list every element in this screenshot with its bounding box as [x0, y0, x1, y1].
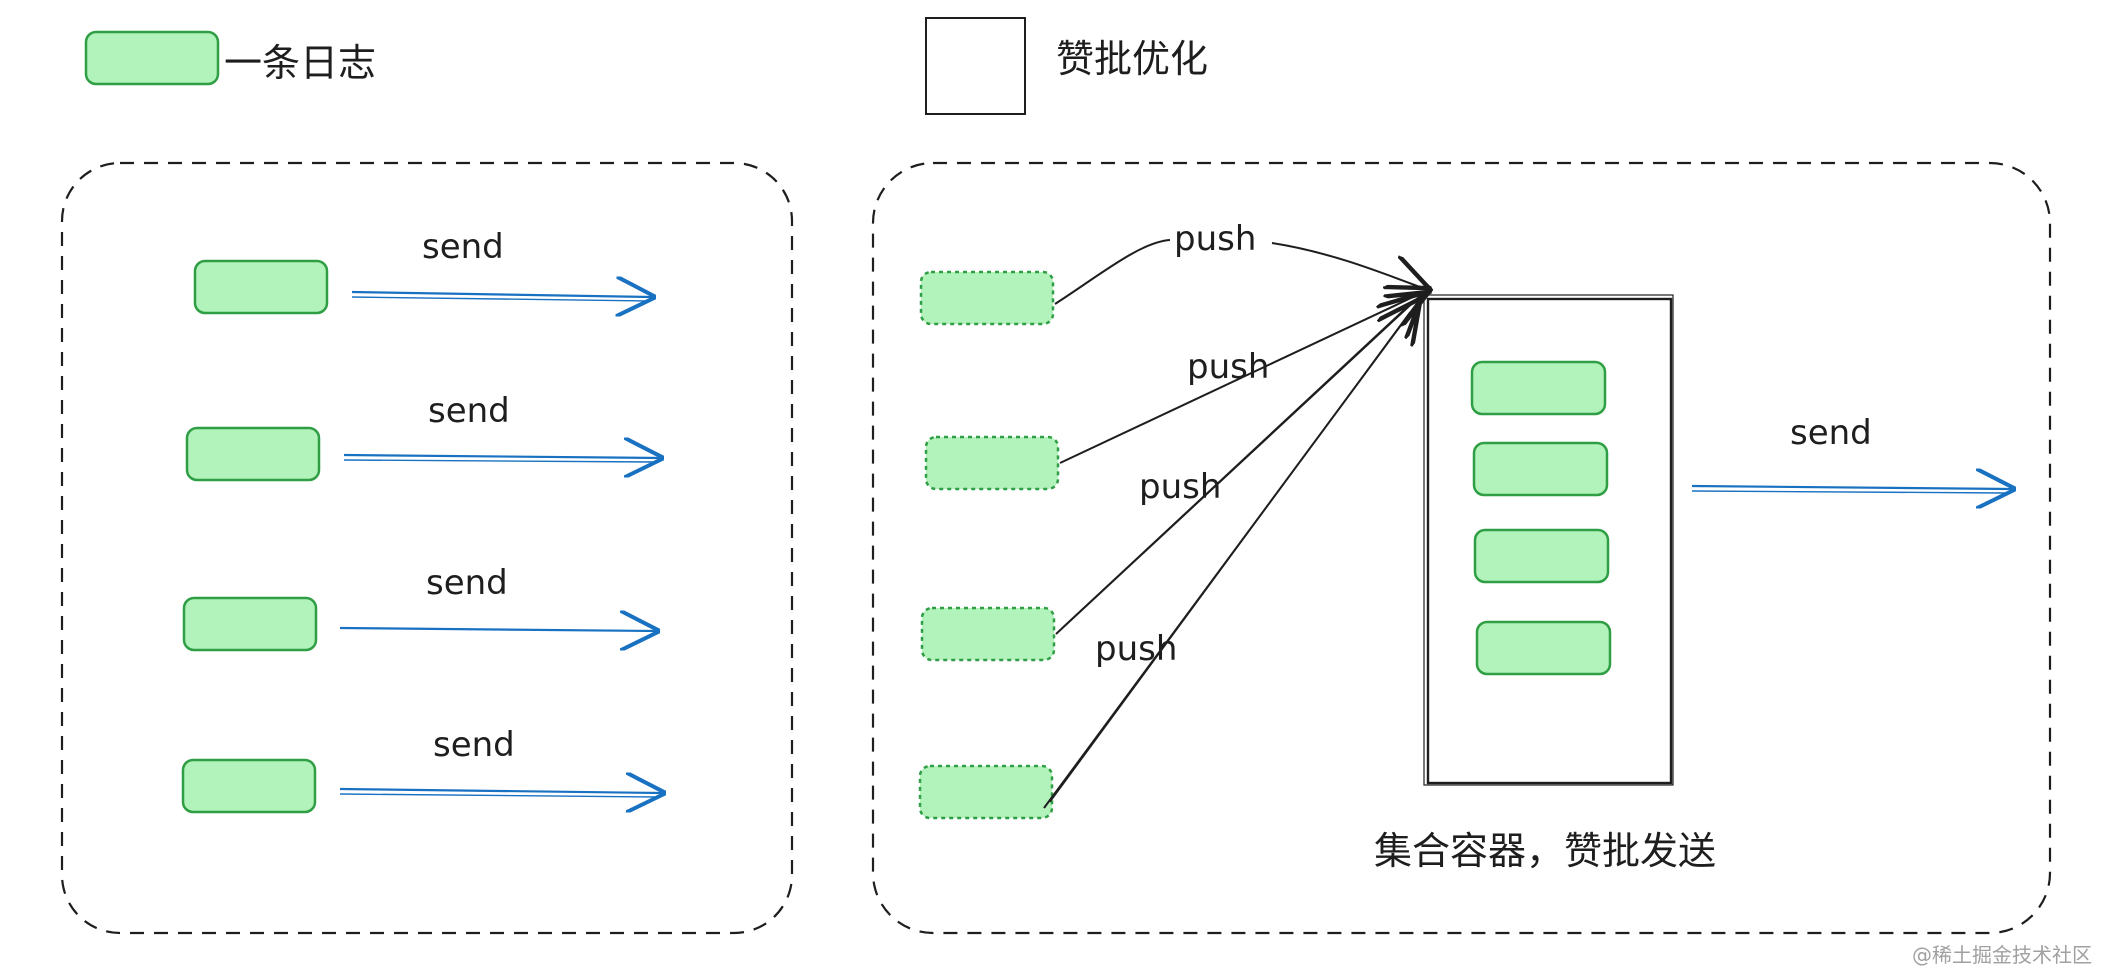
log-item — [181, 758, 317, 814]
batched-log-item — [1470, 360, 1607, 416]
right-panel-frame — [871, 161, 2052, 935]
batch-send-arrow — [1691, 486, 2012, 489]
pending-log-item — [920, 606, 1056, 662]
push-label: push — [1187, 347, 1269, 387]
left-panel: send send send send — [60, 161, 794, 935]
legend-log-label: 一条日志 — [224, 41, 376, 85]
watermark: @稀土掘金技术社区 — [1912, 943, 2092, 967]
push-arrow — [1054, 239, 1171, 305]
push-arrow — [1061, 303, 1411, 629]
push-arrow — [1271, 242, 1428, 290]
send-arrow — [343, 455, 660, 458]
send-arrow-sketch — [351, 296, 649, 302]
batched-log-item — [1472, 441, 1609, 497]
pending-log-item — [919, 270, 1055, 326]
send-arrow — [351, 292, 652, 297]
left-row-3: send — [182, 563, 656, 652]
send-label: send — [426, 563, 508, 603]
push-label: push — [1139, 467, 1221, 507]
batch-send-arrow-sketch — [1691, 490, 2007, 494]
push-label: push — [1174, 219, 1256, 259]
pending-log-item — [918, 764, 1054, 820]
push-arrow — [1059, 290, 1428, 464]
batch-send-label: send — [1790, 413, 1872, 453]
send-arrow-sketch — [339, 793, 659, 798]
left-panel-frame — [60, 161, 794, 935]
batch-container-sketch — [1423, 294, 1674, 786]
send-arrow — [339, 628, 656, 631]
push-arrow — [1049, 311, 1411, 803]
log-item — [185, 426, 321, 482]
legend-batch-swatch — [925, 17, 1026, 115]
log-item — [182, 596, 318, 652]
right-panel: push push push push 集合容器，赞批发送 send — [871, 161, 2052, 935]
send-label: send — [422, 227, 504, 267]
send-arrow — [339, 789, 662, 793]
legend-log-swatch — [84, 30, 220, 86]
batch-container — [1426, 297, 1673, 785]
left-row-1: send — [193, 227, 652, 315]
send-label: send — [428, 391, 510, 431]
push-label: push — [1095, 629, 1177, 669]
send-label: send — [433, 725, 515, 765]
container-caption: 集合容器，赞批发送 — [1374, 829, 1716, 873]
left-row-2: send — [185, 391, 660, 482]
legend: 一条日志 赞批优化 — [84, 17, 1208, 115]
log-item — [193, 259, 329, 315]
send-arrow-sketch — [343, 459, 657, 463]
left-row-4: send — [181, 725, 662, 814]
legend-batch-label: 赞批优化 — [1056, 37, 1208, 81]
batched-log-item — [1473, 528, 1610, 584]
batched-log-item — [1475, 620, 1612, 676]
pending-log-item — [924, 435, 1060, 491]
